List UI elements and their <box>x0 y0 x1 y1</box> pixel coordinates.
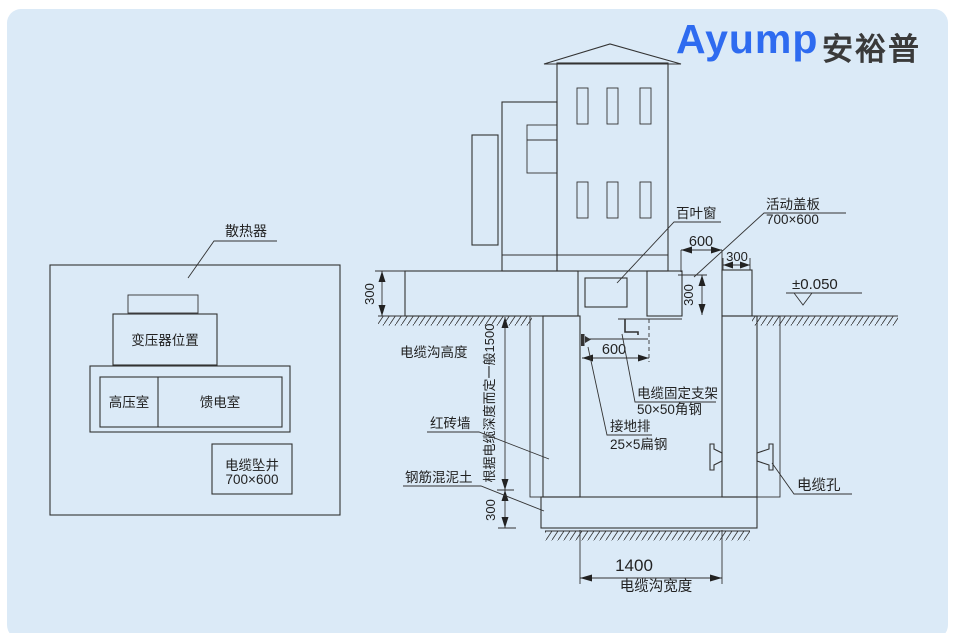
cover-label-text: 活动盖板 <box>766 197 820 212</box>
brand-logo: Ayump <box>676 16 819 62</box>
label-cable-hole: 电缆孔 <box>771 462 852 495</box>
plan-radiator-label: 散热器 <box>225 223 267 239</box>
label-brick-wall: 红砖墙 <box>427 416 550 460</box>
plan-rooms-inner-box <box>99 376 283 428</box>
ground-bar-text: 接地排 <box>610 418 651 434</box>
dim-width-1400: 1400 <box>615 556 653 575</box>
plan-view: 变压器位置 高压室 馈电室 电缆坠井 700×600 散热器 <box>49 223 341 516</box>
cover-size-text: 700×600 <box>766 212 819 227</box>
section-building <box>471 43 682 272</box>
label-level-mark: ±0.050 <box>786 276 862 306</box>
louver-label-text: 百叶窗 <box>676 205 717 221</box>
dim-slab-300: 300 <box>362 283 377 305</box>
ground-hatch-left <box>378 316 532 326</box>
trench-width-label: 电缆沟宽度 <box>620 578 693 595</box>
plan-transformer-label: 变压器位置 <box>131 333 199 348</box>
earth-strip-right <box>756 315 781 498</box>
dim-depth-note: 根据电缆深度而定一般1500 <box>482 324 497 483</box>
top-slab-mid <box>646 270 683 317</box>
earth-strip-left <box>529 315 544 498</box>
dimension-wall-width: 300 <box>722 249 751 270</box>
top-slab-left <box>404 270 579 317</box>
label-cable-bracket: 电缆固定支架 50×50角钢 <box>621 333 718 417</box>
plan-rooms-outer-box <box>89 365 291 433</box>
plan-cable-well-box <box>211 443 293 495</box>
plan-feeder-room-label: 馈电室 <box>200 394 241 410</box>
cable-hole-inner <box>709 443 723 471</box>
brick-wall-right <box>721 315 758 498</box>
cable-hole-text: 电缆孔 <box>797 477 841 494</box>
dim-wall-300: 300 <box>726 249 748 264</box>
dimension-trench-width: 1400 电缆沟宽度 <box>579 530 723 595</box>
dimension-trench-height: 根据电缆深度而定一般1500 <box>482 317 514 491</box>
plan-outline <box>49 264 341 516</box>
dim-top-600: 600 <box>689 234 713 250</box>
trench-height-text: 电缆沟高度 <box>400 344 468 360</box>
cable-hole-leader <box>771 462 852 495</box>
plan-radiator-leader <box>187 240 277 279</box>
dim-bracket-600: 600 <box>602 342 626 358</box>
plan-radiator-fins <box>127 294 199 314</box>
dim-opening-300: 300 <box>681 284 696 306</box>
dimension-opening-depth: 300 <box>678 274 707 315</box>
ground-bar-clamp <box>585 336 591 343</box>
plan-hv-room-label: 高压室 <box>109 394 150 410</box>
ground-hatch-bottom <box>545 531 750 541</box>
label-concrete: 钢筋混泥土 <box>403 469 545 512</box>
cable-hole-outer <box>756 443 774 471</box>
level-text: ±0.050 <box>792 276 838 293</box>
ground-hatch-right <box>752 316 898 326</box>
building-roof <box>543 43 682 65</box>
label-trench-height: 电缆沟高度 <box>400 344 468 360</box>
label-ground-bar: 接地排 25×5扁钢 <box>587 346 667 452</box>
ground-bar-element <box>581 334 585 346</box>
plan-cable-well-size: 700×600 <box>226 472 279 487</box>
building-bushing-box <box>526 124 558 174</box>
cover-leader <box>693 212 846 278</box>
building-vents <box>576 87 652 219</box>
right-wall-cap <box>721 269 753 317</box>
dimension-bracket-spacing: 600 <box>582 342 649 362</box>
building-side-box <box>471 134 499 246</box>
plan-transformer-box <box>112 313 218 366</box>
cable-bracket-size-text: 50×50角钢 <box>637 402 702 417</box>
cable-bracket-leader <box>621 333 716 403</box>
building-radiator-bank <box>501 101 558 272</box>
louver-block <box>584 277 628 308</box>
section-trench <box>378 269 898 541</box>
dimension-bottom-slab: 300 <box>483 490 516 529</box>
bottom-slab <box>540 496 758 529</box>
brand-logo-chinese: 安裕普 <box>822 32 921 67</box>
concrete-leader <box>403 485 545 512</box>
dimension-cover-opening: 600 <box>680 234 723 272</box>
brick-wall-leader <box>427 431 550 460</box>
label-cover: 活动盖板 700×600 <box>693 197 846 278</box>
ground-bar-size-text: 25×5扁钢 <box>610 437 667 452</box>
dim-bottom-300: 300 <box>483 499 498 521</box>
brick-wall-left <box>542 315 581 498</box>
brick-wall-text: 红砖墙 <box>430 416 471 431</box>
level-triangle-icon <box>793 292 813 306</box>
ground-bar-leader <box>587 346 652 436</box>
dimension-slab-thickness: 300 <box>362 270 406 316</box>
cable-bracket <box>624 319 639 335</box>
concrete-text: 钢筋混泥土 <box>405 469 473 485</box>
label-louver: 百叶窗 <box>616 205 721 284</box>
plan-cable-well-label: 电缆坠井 <box>225 458 279 473</box>
louver-leader <box>616 221 721 284</box>
cable-bracket-text: 电缆固定支架 <box>637 386 718 401</box>
